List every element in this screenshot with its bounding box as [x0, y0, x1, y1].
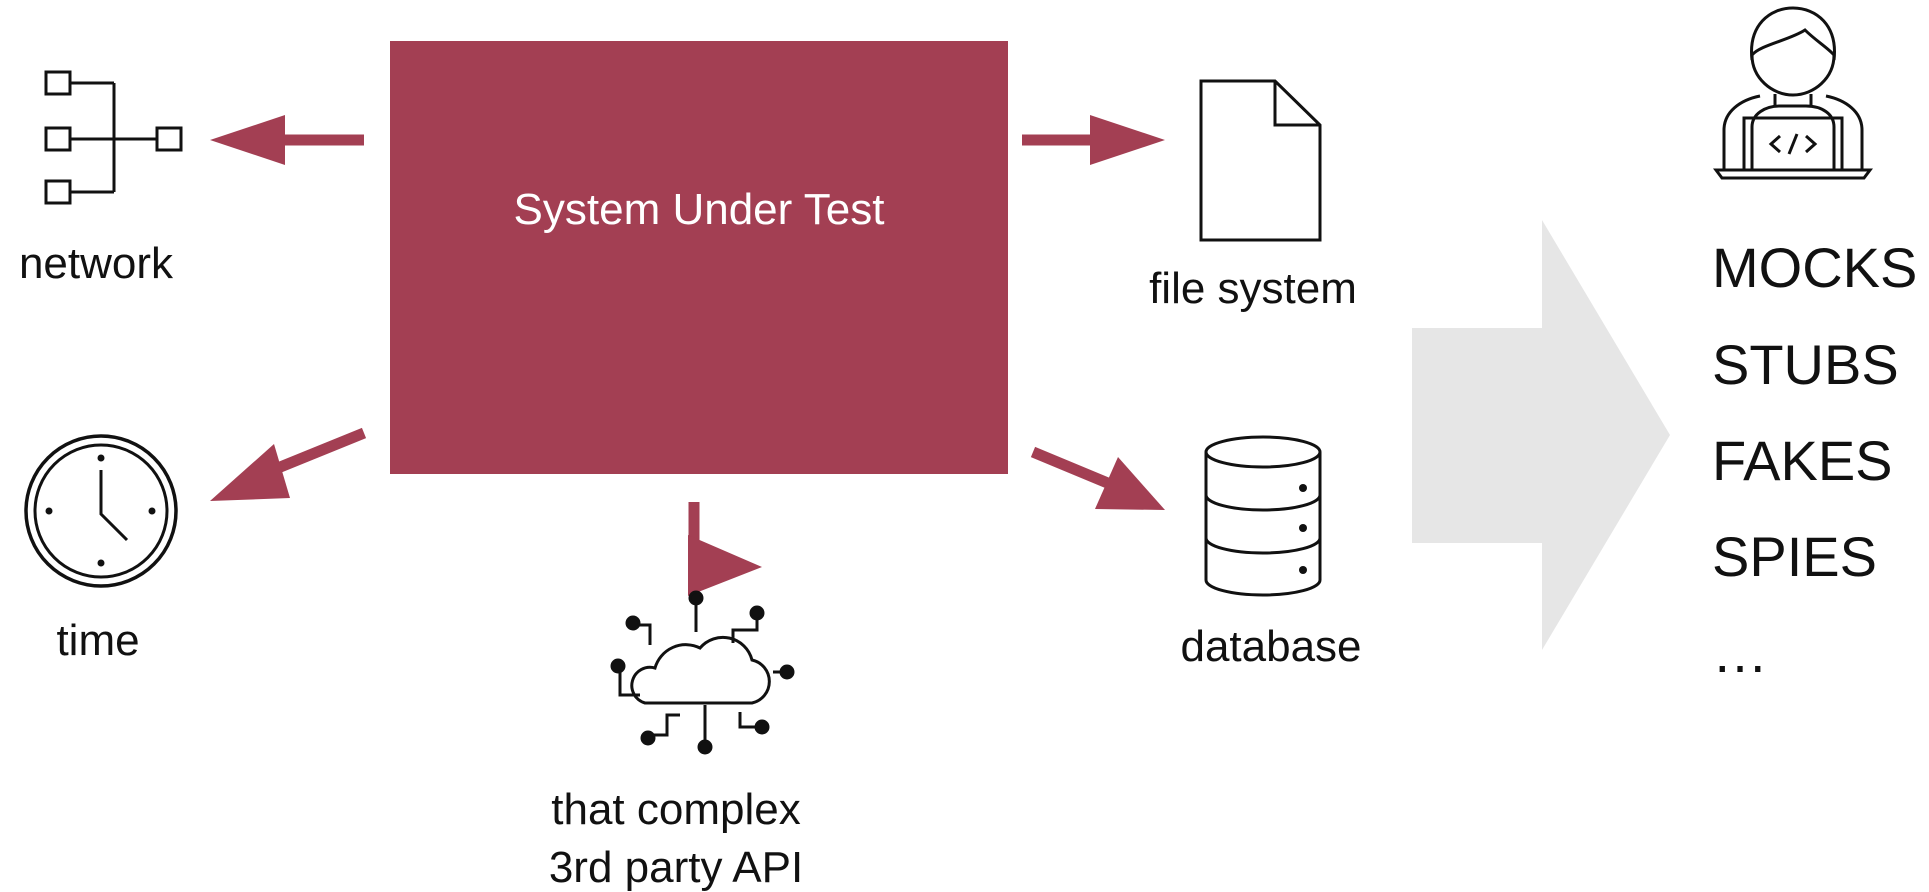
- arrow-to-api: [688, 502, 762, 596]
- test-double-stubs: STUBS: [1712, 333, 1899, 396]
- cloud-api-icon: [610, 590, 795, 755]
- database-icon: [1204, 435, 1322, 597]
- arrow-to-time: [210, 427, 367, 501]
- file-system-label: file system: [1149, 264, 1357, 313]
- time-label: time: [56, 616, 140, 665]
- network-label: network: [18, 239, 174, 288]
- system-under-test-box: System Under Test: [390, 41, 1008, 474]
- big-right-arrow-icon: [1412, 220, 1670, 650]
- api-label-line1: that complex: [551, 785, 801, 834]
- arrow-to-network: [210, 115, 364, 165]
- test-double-fakes: FAKES: [1712, 429, 1893, 492]
- network-tree-icon: [44, 70, 183, 205]
- test-double-more: …: [1712, 621, 1768, 684]
- developer-laptop-icon: [1713, 6, 1873, 180]
- test-double-spies: SPIES: [1712, 525, 1877, 588]
- database-label: database: [1180, 622, 1362, 671]
- system-under-test-label: System Under Test: [513, 184, 885, 234]
- clock-icon: [24, 434, 178, 588]
- arrow-to-file-system: [1022, 115, 1165, 165]
- test-double-mocks: MOCKS: [1712, 236, 1918, 299]
- file-icon: [1199, 79, 1322, 242]
- arrow-to-database: [1030, 446, 1165, 510]
- api-label-line2: 3rd party API: [548, 843, 804, 892]
